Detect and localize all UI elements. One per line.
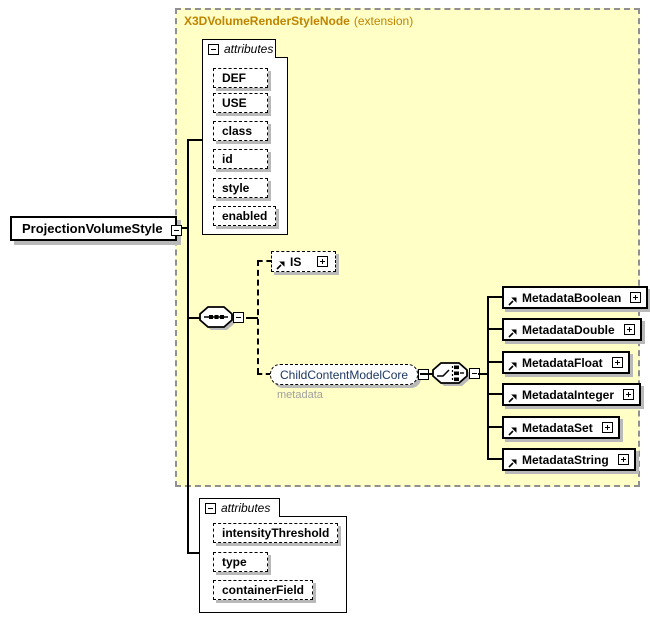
expand-icon[interactable] <box>611 357 623 368</box>
attribute-box-containerfield[interactable]: containerField <box>213 580 314 600</box>
attribute-box-type[interactable]: type <box>213 552 268 572</box>
choice-icon <box>432 362 470 386</box>
attribute-label: style <box>222 181 250 195</box>
collapse-icon[interactable] <box>233 312 244 323</box>
expand-icon[interactable] <box>317 256 329 267</box>
connector-line <box>478 373 489 375</box>
expand-icon[interactable] <box>601 422 613 433</box>
attributes-panel-label: attributes <box>224 42 274 56</box>
attribute-box-style[interactable]: style <box>213 178 268 198</box>
element-metadatadouble[interactable]: MetadataDouble <box>502 318 642 341</box>
connector-line-dashed <box>257 373 271 375</box>
element-label: MetadataString <box>522 452 609 467</box>
element-metadataset[interactable]: MetadataSet <box>502 416 620 439</box>
attribute-box-use[interactable]: USE <box>213 93 268 113</box>
attribute-box-def[interactable]: DEF <box>213 68 268 88</box>
extension-group-title: X3DVolumeRenderStyleNode(extension) <box>184 14 413 28</box>
attribute-label: id <box>222 152 233 166</box>
element-metadataboolean[interactable]: MetadataBoolean <box>502 286 649 309</box>
connector-line-dashed <box>257 260 272 262</box>
element-label: ProjectionVolumeStyle <box>22 221 163 236</box>
collapse-icon[interactable] <box>205 502 216 514</box>
element-label: MetadataInteger <box>522 387 615 402</box>
connector-line <box>420 373 434 375</box>
local-attributes-panel-header: attributes <box>199 498 280 517</box>
attribute-box-id[interactable]: id <box>213 149 268 169</box>
attribute-label: type <box>222 555 247 569</box>
element-label: MetadataBoolean <box>522 290 622 305</box>
connector-line <box>487 393 503 395</box>
connector-line <box>487 426 503 428</box>
attribute-label: containerField <box>222 583 305 597</box>
connector-line <box>187 317 201 319</box>
element-label: MetadataFloat <box>522 355 603 370</box>
connector-line <box>187 139 189 554</box>
element-is[interactable]: IS <box>271 251 336 272</box>
element-metadatafloat[interactable]: MetadataFloat <box>502 351 630 374</box>
attributes-panel-header: attributes <box>202 39 276 58</box>
connector-line <box>487 458 503 460</box>
connector-line <box>487 296 489 460</box>
reference-arrow-icon <box>508 394 517 403</box>
sequence-icon <box>199 306 235 330</box>
reference-arrow-icon <box>508 362 517 371</box>
connector-line <box>487 296 503 298</box>
expand-icon[interactable] <box>623 324 635 335</box>
extension-group-kind: (extension) <box>353 14 414 28</box>
connector-line <box>187 552 200 554</box>
choice-indicator <box>431 362 483 387</box>
element-metadatainteger[interactable]: MetadataInteger <box>502 383 642 406</box>
connector-line <box>187 139 203 141</box>
group-childcontentmodelcore[interactable]: ChildContentModelCore <box>270 364 430 385</box>
collapse-icon[interactable] <box>208 43 219 55</box>
expand-icon[interactable] <box>623 389 635 400</box>
reference-arrow-icon <box>508 427 517 436</box>
attribute-label: enabled <box>222 209 268 223</box>
connector-line-dashed <box>246 317 258 319</box>
connector-line <box>487 361 503 363</box>
attribute-label: USE <box>222 96 247 110</box>
element-metadatastring[interactable]: MetadataString <box>502 448 636 471</box>
attribute-label: intensityThreshold <box>222 526 330 540</box>
connector-line <box>487 328 503 330</box>
metadata-caption: metadata <box>277 389 323 401</box>
attribute-label: DEF <box>222 71 246 85</box>
connector-line-dashed <box>257 260 259 374</box>
element-label: MetadataSet <box>522 420 593 435</box>
element-projectionvolumestyle[interactable]: ProjectionVolumeStyle <box>10 216 182 241</box>
extension-group-name: X3DVolumeRenderStyleNode <box>184 14 350 28</box>
reference-arrow-icon <box>508 297 517 306</box>
element-label: IS <box>290 254 302 269</box>
attributes-panel-label: attributes <box>221 501 271 515</box>
collapse-icon[interactable] <box>170 225 182 236</box>
reference-arrow-icon <box>508 459 517 468</box>
sequence-indicator <box>199 306 248 331</box>
expand-icon[interactable] <box>617 454 629 465</box>
attribute-box-class[interactable]: class <box>213 121 268 141</box>
reference-arrow-icon <box>276 261 285 270</box>
element-label: MetadataDouble <box>522 322 615 337</box>
reference-arrow-icon <box>508 329 517 338</box>
group-label: ChildContentModelCore <box>280 367 409 382</box>
attribute-label: class <box>222 124 253 138</box>
attribute-box-enabled[interactable]: enabled <box>213 206 277 226</box>
expand-icon[interactable] <box>630 292 642 303</box>
attribute-box-intensitythreshold[interactable]: intensityThreshold <box>213 523 339 543</box>
